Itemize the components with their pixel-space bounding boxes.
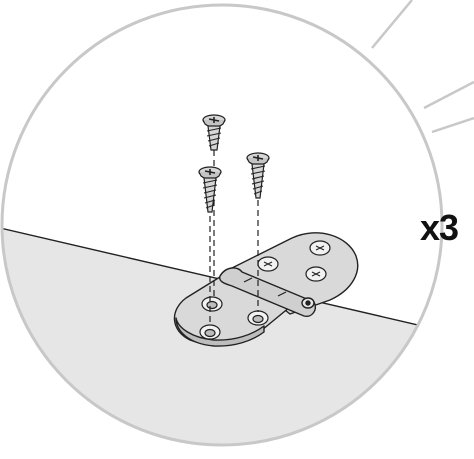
screw-icon bbox=[246, 152, 270, 199]
hinge-barrel bbox=[219, 267, 316, 317]
alignment-guides bbox=[209, 140, 259, 326]
screw-icon bbox=[202, 114, 226, 151]
hinge-front-edge bbox=[175, 317, 265, 347]
quantity-label: x3 bbox=[420, 207, 459, 248]
screw-icon bbox=[198, 166, 222, 213]
detail-circle-outline bbox=[0, 3, 444, 447]
leader-lines bbox=[371, 0, 474, 134]
